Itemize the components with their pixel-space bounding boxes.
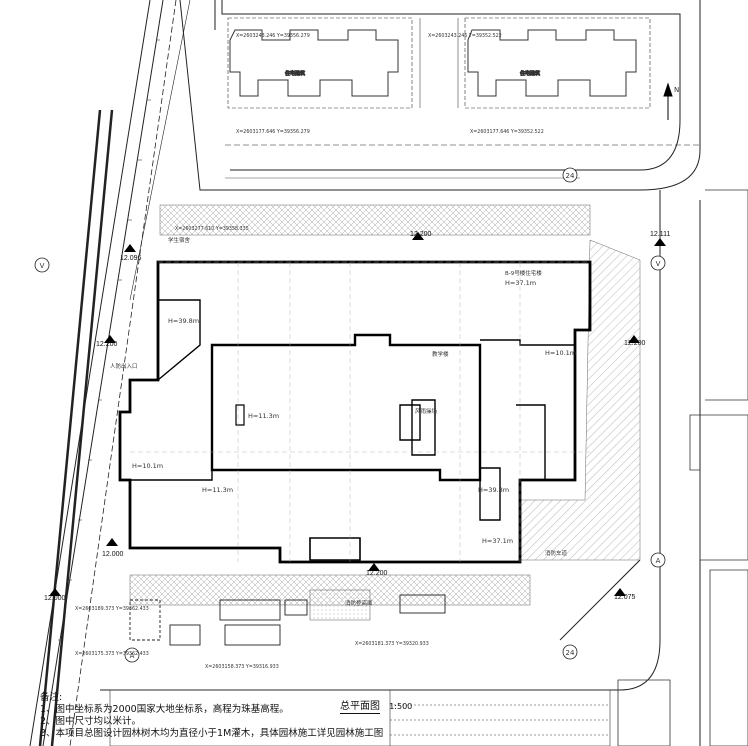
coordinate-label: X=2603175.373 Y=39362.433 bbox=[75, 651, 149, 657]
elevation-label: 12.111 bbox=[650, 231, 670, 238]
note-item: 1、图中坐标系为2000国家大地坐标系，高程为珠基高程。 bbox=[40, 704, 289, 715]
note-item: 2、图中尺寸均以米计。 bbox=[40, 716, 142, 727]
hatch-zone-right bbox=[519, 239, 641, 561]
elevation-label: 12.200 bbox=[410, 231, 432, 238]
elevation-markers bbox=[49, 232, 666, 596]
coordinate-label: X=2603277.610 Y=39358.335 bbox=[175, 226, 249, 232]
grid-label: A bbox=[130, 652, 135, 660]
coordinate-label: X=2603243.246 Y=39352.522 bbox=[428, 33, 502, 39]
height-label: H=11.3m bbox=[202, 486, 233, 494]
annotation-label: B-9号楼住宅楼 bbox=[505, 269, 542, 277]
height-label: H=11.3m bbox=[248, 412, 279, 420]
grid-bubbles bbox=[34, 167, 666, 663]
coordinate-label: X=2603181.373 Y=39320.933 bbox=[355, 641, 429, 647]
note-item: 3、本项目总图设计园林树木均为直径小于1M灌木，具体园林施工详见园林施工图 bbox=[40, 728, 384, 739]
coordinate-label: X=2603177.646 Y=39352.522 bbox=[470, 129, 544, 135]
elevation-label: 12.000 bbox=[102, 551, 124, 558]
annotation-label: 人防出入口 bbox=[110, 362, 138, 370]
grid-bubble-labels: V V A A 24 24 bbox=[40, 172, 661, 660]
elevation-label: 12.096 bbox=[120, 255, 142, 262]
drawing-title-block: 总平面图 1:500 bbox=[340, 697, 413, 714]
elevation-label: 12.200 bbox=[96, 341, 118, 348]
bottom-structures bbox=[129, 594, 446, 646]
annotation-label: 教学楼 bbox=[432, 350, 449, 358]
height-label: H=10.1m bbox=[545, 349, 576, 357]
right-neighbor-buildings bbox=[617, 189, 748, 746]
height-labels: H=37.1m H=10.1m H=11.3m H=39.8m H=11.3m … bbox=[132, 279, 576, 545]
notes-block: 备注: 1、图中坐标系为2000国家大地坐标系，高程为珠基高程。 2、图中尺寸均… bbox=[40, 692, 500, 740]
height-label: H=37.1m bbox=[482, 537, 513, 545]
title-frame bbox=[109, 689, 611, 746]
elevation-labels: 12.200 12.111 12.096 12.200 12.000 12.00… bbox=[44, 231, 670, 602]
annotation-label: 学生宿舍 bbox=[168, 236, 191, 244]
svg-text:住宅建筑: 住宅建筑 bbox=[520, 70, 540, 77]
residential-building-right: 住宅建筑 bbox=[464, 17, 651, 109]
coordinate-label: X=2603189.373 Y=39362.433 bbox=[75, 606, 149, 612]
elevation-label: 12.000 bbox=[44, 595, 66, 602]
hatch-zone-top bbox=[159, 204, 591, 236]
height-label: H=37.1m bbox=[505, 279, 536, 287]
elevation-label: 12.200 bbox=[624, 340, 646, 347]
coordinate-labels: X=2603243.246 Y=39356.279 X=2603243.246 … bbox=[75, 33, 544, 670]
main-building bbox=[118, 260, 592, 564]
coordinate-label: X=2603158.373 Y=39316.933 bbox=[205, 664, 279, 670]
grid-label: A bbox=[656, 557, 661, 565]
drawing-scale: 1:500 bbox=[389, 702, 413, 711]
residential-building-left: 住宅建筑 bbox=[227, 17, 413, 109]
height-label: H=39.8m bbox=[478, 486, 509, 494]
grid-label: 24 bbox=[566, 172, 575, 180]
annotation-label: 消防登高面 bbox=[345, 599, 373, 607]
svg-text:住宅建筑: 住宅建筑 bbox=[285, 70, 305, 77]
coordinate-label: X=2603177.646 Y=39356.279 bbox=[236, 129, 310, 135]
north-arrow: N bbox=[663, 82, 679, 120]
annotation-labels: B-9号楼住宅楼 教学楼 风雨操场 消防车道 学生宿舍 人防出入口 消防登高面 bbox=[110, 236, 568, 607]
building-grid-lines bbox=[130, 261, 590, 562]
north-label: N bbox=[674, 86, 679, 94]
height-label: H=39.8m bbox=[168, 317, 199, 325]
drawing-title: 总平面图 bbox=[340, 701, 380, 714]
road-top bbox=[179, 0, 701, 191]
annotation-label: 风雨操场 bbox=[415, 407, 438, 415]
dotted-zone-bottom bbox=[309, 589, 371, 621]
coordinate-label: X=2603243.246 Y=39356.279 bbox=[236, 33, 310, 39]
annotation-label: 消防车道 bbox=[545, 549, 568, 557]
notes-heading: 备注: bbox=[40, 692, 63, 703]
height-label: H=10.1m bbox=[132, 462, 163, 470]
elevation-label: 12.075 bbox=[614, 594, 636, 601]
grid-label: V bbox=[656, 260, 661, 268]
elevation-label: 12.200 bbox=[366, 570, 388, 577]
grid-label: V bbox=[40, 262, 45, 270]
grid-label: 24 bbox=[566, 649, 575, 657]
